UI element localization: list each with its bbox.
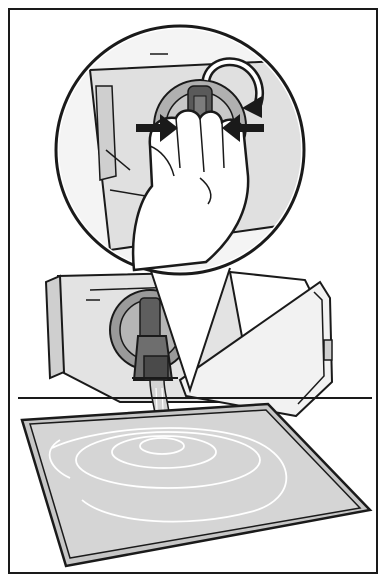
illustration-frame [0,0,386,582]
drain-filter-illustration [0,0,386,582]
